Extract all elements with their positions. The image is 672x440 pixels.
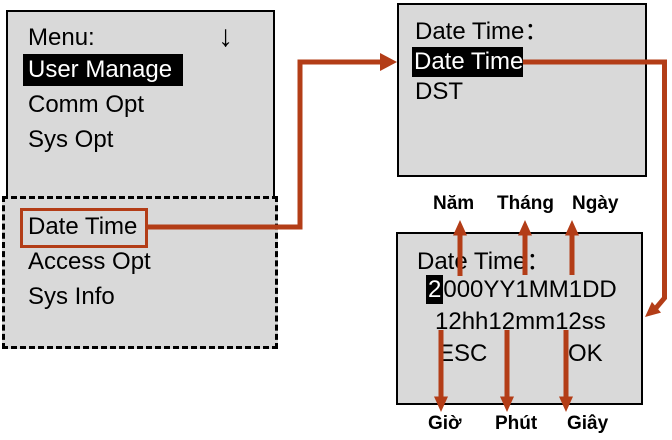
datetime-edit-title: Date Time： — [417, 248, 551, 275]
menu-title: Menu: — [28, 24, 95, 51]
menu-item-label: User Manage — [28, 56, 173, 83]
menu-item-date-time-selected[interactable]: Date Time — [412, 47, 523, 77]
menu-item-date-time[interactable]: Date Time — [28, 213, 138, 240]
ok-button[interactable]: OK — [568, 340, 603, 367]
label-day: Ngày — [572, 193, 619, 214]
label-second: Giây — [567, 413, 609, 434]
date-value-rest: 000YY1MM1DD — [443, 276, 617, 303]
menu-item-user-manage[interactable]: User Manage — [23, 54, 183, 86]
time-value-line[interactable]: 12hh12mm12ss — [435, 308, 606, 335]
date-value-line[interactable]: 2000YY1MM1DD — [426, 275, 617, 305]
arrowhead-main-to-datetime — [380, 53, 397, 71]
year-digit-cursor: 2 — [426, 275, 444, 304]
date-time-outline-box — [20, 208, 148, 248]
menu-item-sys-info[interactable]: Sys Info — [28, 283, 115, 310]
datetime-menu-title: Date Time： — [415, 18, 549, 45]
menu-item-label: Date Time — [414, 48, 524, 75]
menu-item-access-opt[interactable]: Access Opt — [28, 248, 151, 275]
menu-item-sys-opt[interactable]: Sys Opt — [28, 126, 114, 153]
label-month: Tháng — [497, 193, 554, 214]
label-hour: Giờ — [428, 413, 462, 434]
arrowhead-datetime-to-edit — [645, 301, 661, 317]
label-minute: Phút — [495, 413, 538, 434]
menu-item-comm-opt[interactable]: Comm Opt — [28, 91, 145, 118]
label-year: Năm — [433, 193, 475, 214]
esc-button[interactable]: ESC — [438, 340, 488, 367]
menu-item-dst[interactable]: DST — [415, 78, 463, 105]
scroll-down-icon: ↓ — [218, 20, 233, 53]
